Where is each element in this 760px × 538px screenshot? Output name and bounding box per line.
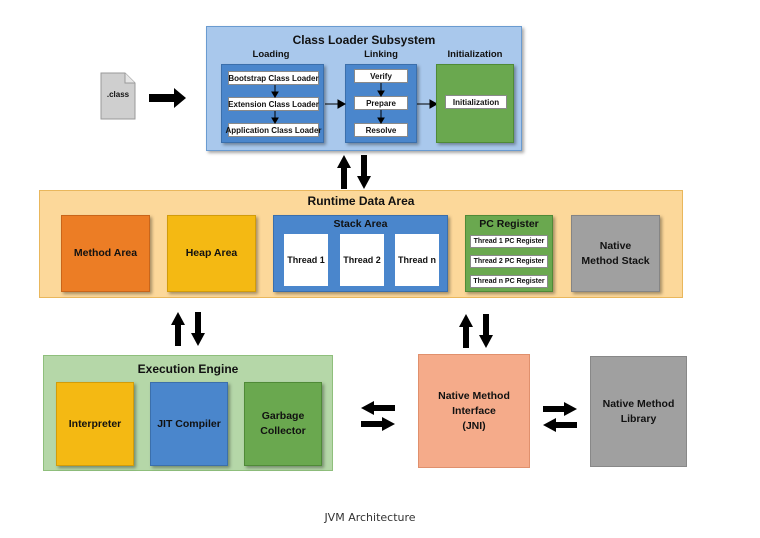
class-loader-title: Class Loader Subsystem (292, 33, 436, 47)
method-area: Method Area (61, 215, 150, 292)
jit-compiler: JIT Compiler (150, 382, 228, 466)
runtime-title: Runtime Data Area (307, 194, 415, 208)
native-method-interface: Native Method Interface (JNI) (418, 354, 530, 468)
thread-2-pc-register: Thread 2 PC Register (470, 255, 548, 268)
thread-n-pc-register: Thread n PC Register (470, 275, 548, 288)
bidirectional-vertical-arrow-icon (337, 155, 371, 189)
heap-area: Heap Area (167, 215, 256, 292)
stack-area: Stack Area Thread 1 Thread 2 Thread n (273, 215, 448, 292)
garbage-collector: Garbage Collector (244, 382, 322, 466)
bidirectional-vertical-arrow-icon (171, 312, 205, 346)
down-arrow-icon (271, 111, 279, 124)
runtime-data-area: Runtime Data Area Method Area Heap Area … (39, 190, 683, 298)
thread-n-label: Thread n (397, 255, 436, 265)
jit-compiler-label: JIT Compiler (157, 417, 221, 430)
initialization-step: Initialization (445, 95, 507, 109)
execution-engine-title: Execution Engine (137, 362, 239, 376)
execution-engine: Execution Engine Interpreter JIT Compile… (43, 355, 333, 471)
stack-area-title: Stack Area (333, 218, 388, 230)
interpreter-label: Interpreter (68, 417, 122, 430)
down-arrow-icon (271, 85, 279, 98)
jni-line2: Interface (452, 404, 496, 417)
pc-register: PC Register Thread 1 PC Register Thread … (465, 215, 553, 292)
extension-class-loader: Extension Class Loader (228, 97, 319, 111)
jni-line1: Native Method (438, 389, 510, 402)
linking-group: Verify Prepare Resolve (345, 64, 417, 143)
garbage-collector-line2: Collector (260, 425, 306, 437)
thread-1: Thread 1 (284, 234, 328, 286)
pc-register-title: PC Register (479, 218, 539, 230)
right-arrow-icon (149, 88, 186, 108)
thread-1-label: Thread 1 (287, 255, 325, 265)
bidirectional-horizontal-arrow-icon (361, 401, 395, 431)
right-arrow-icon (417, 99, 439, 109)
class-file-label: .class (106, 90, 130, 99)
class-loader-subsystem: Class Loader Subsystem Loading Bootstrap… (206, 26, 522, 151)
loading-title: Loading (252, 49, 290, 60)
jni-line3: (JNI) (462, 419, 486, 432)
native-method-stack-line1: Native (599, 239, 632, 252)
garbage-collector-line1: Garbage (261, 410, 305, 422)
thread-n: Thread n (395, 234, 439, 286)
native-method-stack-line2: Method Stack (581, 254, 650, 267)
down-arrow-icon (377, 83, 385, 97)
native-library-line2: Library (620, 412, 657, 425)
thread-1-pc-register: Thread 1 PC Register (470, 235, 548, 248)
down-arrow-icon (377, 110, 385, 124)
initialization-group: Initialization (436, 64, 514, 143)
class-file-icon: .class (100, 72, 136, 120)
native-method-library: Native Method Library (590, 356, 687, 467)
native-library-line1: Native Method (602, 397, 675, 410)
resolve-step: Resolve (354, 123, 408, 137)
thread-2: Thread 2 (340, 234, 384, 286)
bidirectional-vertical-arrow-icon (459, 314, 493, 348)
diagram-caption: JVM Architecture (324, 511, 416, 524)
file-shape (100, 72, 136, 120)
initialization-title: Initialization (447, 49, 503, 60)
bidirectional-horizontal-arrow-icon (543, 402, 577, 432)
bootstrap-class-loader: Bootstrap Class Loader (228, 71, 319, 85)
loading-group: Bootstrap Class Loader Extension Class L… (221, 64, 324, 143)
method-area-label: Method Area (73, 247, 138, 259)
interpreter: Interpreter (56, 382, 134, 466)
thread-2-label: Thread 2 (343, 255, 381, 265)
verify-step: Verify (354, 69, 408, 83)
native-method-stack: Native Method Stack (571, 215, 660, 292)
application-class-loader: Application Class Loader (225, 123, 322, 137)
right-arrow-icon (325, 99, 347, 109)
linking-title: Linking (364, 49, 398, 60)
prepare-step: Prepare (354, 96, 408, 110)
heap-area-label: Heap Area (185, 247, 238, 259)
